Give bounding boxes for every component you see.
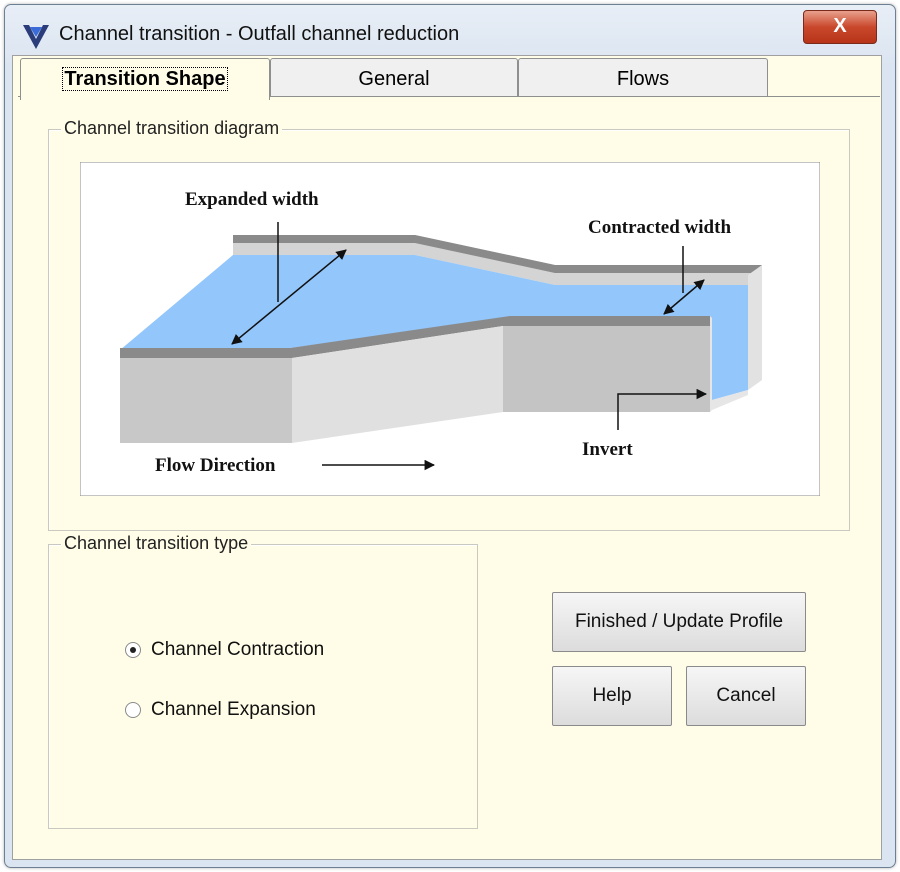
diagram-group: Channel transition diagram	[48, 118, 850, 531]
front-wall-top	[120, 316, 710, 358]
back-wall-end	[748, 265, 762, 390]
finished-update-profile-button[interactable]: Finished / Update Profile	[552, 592, 806, 652]
contracted-width-arrow	[663, 279, 705, 315]
tab-divider	[18, 96, 880, 97]
contracted-width-label: Contracted width	[588, 217, 731, 238]
transition-type-group: Channel transition type	[48, 533, 478, 829]
radio-channel-expansion[interactable]: Channel Expansion	[125, 699, 316, 721]
flow-direction-label: Flow Direction	[155, 455, 276, 476]
radio-channel-contraction[interactable]: Channel Contraction	[125, 639, 324, 661]
tab-label: Transition Shape	[62, 67, 228, 91]
radio-label: Channel Expansion	[151, 699, 316, 720]
diagram-group-label: Channel transition diagram	[61, 118, 283, 139]
close-button[interactable]: X	[803, 10, 877, 44]
channel-transition-diagram: Expanded width Contracted width Invert F…	[80, 162, 820, 496]
front-wall-right-face	[503, 326, 710, 412]
tab-general[interactable]: General	[270, 58, 518, 96]
help-button[interactable]: Help	[552, 666, 672, 726]
expanded-width-label: Expanded width	[185, 189, 319, 210]
radio-unselected-icon[interactable]	[125, 702, 141, 718]
tab-flows[interactable]: Flows	[518, 58, 768, 96]
invert-label: Invert	[582, 439, 633, 460]
window-title: Channel transition - Outfall channel red…	[59, 23, 460, 45]
radio-selected-icon[interactable]	[125, 642, 141, 658]
front-wall-left-face	[120, 358, 292, 443]
transition-type-group-label: Channel transition type	[61, 533, 252, 554]
front-wall-taper-face	[292, 326, 503, 443]
invert-arrow	[617, 388, 708, 430]
cancel-button[interactable]: Cancel	[686, 666, 806, 726]
expanded-width-arrow	[231, 249, 347, 345]
radio-label: Channel Contraction	[151, 639, 325, 660]
app-logo-icon	[23, 25, 49, 49]
back-wall-top	[233, 235, 762, 273]
front-wall-end	[710, 316, 712, 412]
channel-bed-end	[712, 390, 748, 410]
tab-transition-shape[interactable]: Transition Shape	[20, 58, 270, 100]
